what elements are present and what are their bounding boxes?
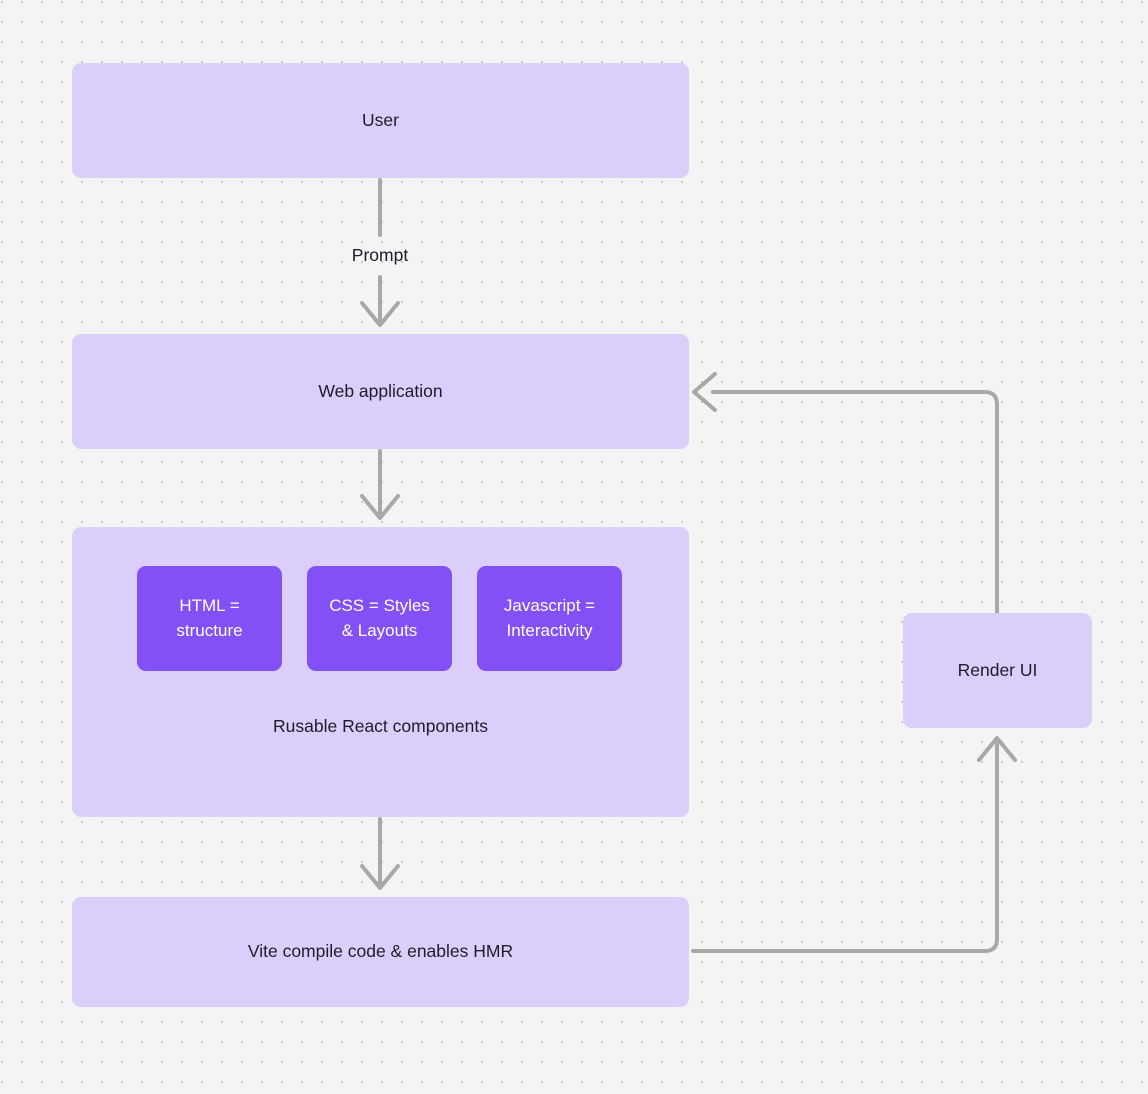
node-vite[interactable]: Vite compile code & enables HMR xyxy=(72,897,689,1007)
subnode-html-label: HTML = structure xyxy=(176,594,242,643)
edge-label-prompt: Prompt xyxy=(351,245,409,265)
subnode-css[interactable]: CSS = Styles & Layouts xyxy=(307,566,452,671)
subnode-html-line1: HTML = xyxy=(179,596,240,616)
node-render-ui-label: Render UI xyxy=(957,659,1038,680)
edge-render-to-webapp xyxy=(711,390,999,614)
node-web-application-label: Web application xyxy=(318,380,443,401)
edge-vite-to-render xyxy=(691,741,999,953)
node-vite-label: Vite compile code & enables HMR xyxy=(247,941,514,962)
subnode-javascript-label: Javascript = Interactivity xyxy=(504,594,595,643)
node-user-label: User xyxy=(362,109,399,130)
subnode-javascript-line2: Interactivity xyxy=(506,620,593,640)
node-user[interactable]: User xyxy=(72,63,689,178)
subnode-html-line2: structure xyxy=(176,620,243,640)
subnode-javascript[interactable]: Javascript = Interactivity xyxy=(477,566,622,671)
node-render-ui[interactable]: Render UI xyxy=(903,613,1092,728)
subnode-css-label: CSS = Styles & Layouts xyxy=(329,594,430,643)
arrowhead-down-prompt xyxy=(360,301,400,327)
subnode-html[interactable]: HTML = structure xyxy=(137,566,282,671)
node-web-application[interactable]: Web application xyxy=(72,334,689,449)
subnode-css-line1: CSS = Styles xyxy=(329,596,430,616)
node-react-components-label: Rusable React components xyxy=(273,716,488,736)
arrowhead-left-render-webapp xyxy=(692,372,717,412)
arrowhead-up-vite-render xyxy=(977,736,1017,762)
arrowhead-down-webapp-react xyxy=(360,494,400,520)
subnode-css-line2: & Layouts xyxy=(341,620,418,640)
arrowhead-down-react-vite xyxy=(360,864,400,890)
node-react-components[interactable]: HTML = structure CSS = Styles & Layouts … xyxy=(72,527,689,817)
subnode-javascript-line1: Javascript = xyxy=(503,596,596,616)
